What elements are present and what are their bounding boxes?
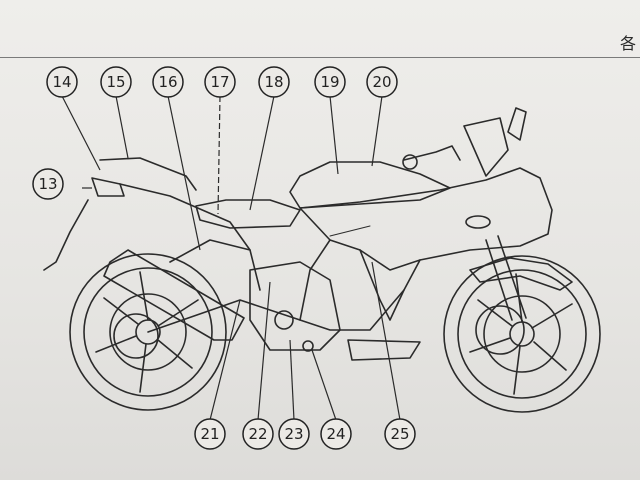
- header-rule: [0, 57, 640, 58]
- fairing: [299, 167, 553, 271]
- callout-25: 25: [384, 418, 416, 450]
- callout-14: 14: [46, 66, 78, 98]
- windscreen: [463, 117, 509, 177]
- callout-21-label: 21: [200, 425, 219, 443]
- callout-markers: 13 14 15 16 17 18: [32, 66, 416, 450]
- callout-20-label: 20: [372, 73, 391, 91]
- page-header-text: 各: [619, 34, 636, 53]
- callout-14-label: 14: [52, 73, 71, 91]
- tail-light: [91, 177, 125, 197]
- callout-24-label: 24: [326, 425, 345, 443]
- callout-20: 20: [366, 66, 398, 98]
- callout-25-label: 25: [390, 425, 409, 443]
- callout-17-label: 17: [210, 73, 229, 91]
- callout-15: 15: [100, 66, 132, 98]
- callout-13-label: 13: [38, 175, 57, 193]
- fuel-tank: [289, 161, 451, 209]
- callout-23-label: 23: [284, 425, 303, 443]
- callout-16-label: 16: [158, 73, 177, 91]
- rear-tire: [69, 253, 227, 411]
- engine: [249, 261, 341, 351]
- callout-22-label: 22: [248, 425, 267, 443]
- callout-16: 16: [152, 66, 184, 98]
- mirror: [507, 107, 527, 141]
- muffler: [103, 249, 245, 341]
- callout-18-label: 18: [264, 73, 283, 91]
- callout-19: 19: [314, 66, 346, 98]
- callout-13: 13: [32, 168, 64, 200]
- front-tire: [443, 255, 601, 413]
- callout-23: 23: [278, 418, 310, 450]
- callout-17: 17: [204, 66, 236, 98]
- callout-18: 18: [258, 66, 290, 98]
- callout-19-label: 19: [320, 73, 339, 91]
- callout-21: 21: [194, 418, 226, 450]
- callout-22: 22: [242, 418, 274, 450]
- callout-15-label: 15: [106, 73, 125, 91]
- callout-24: 24: [320, 418, 352, 450]
- seat: [195, 199, 301, 229]
